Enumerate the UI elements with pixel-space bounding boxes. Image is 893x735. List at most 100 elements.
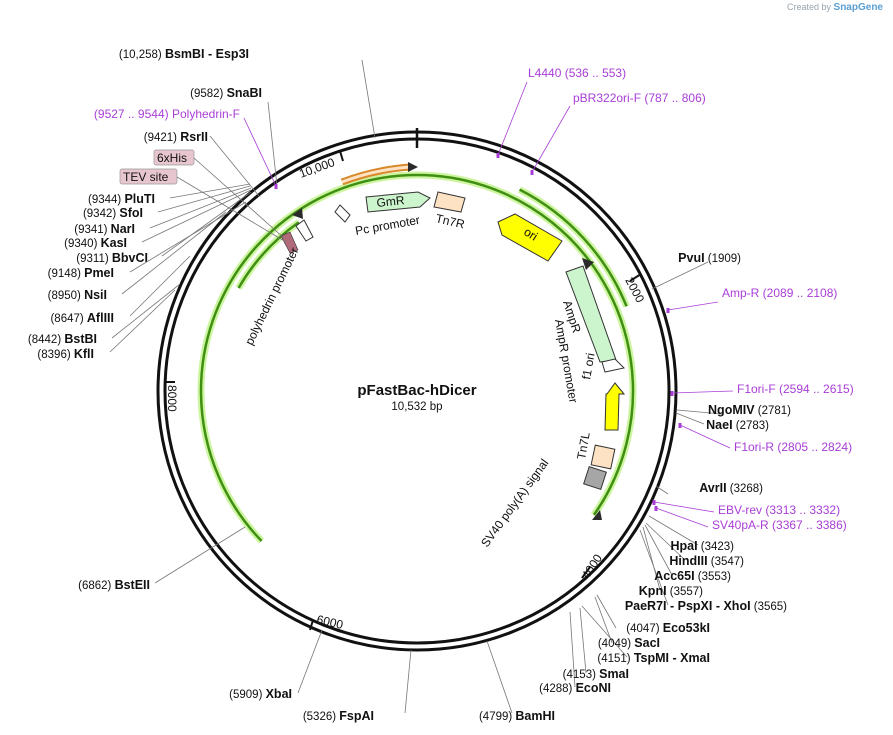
- orange-arrow-head: [408, 162, 418, 172]
- enzyme-position: (6862): [78, 580, 114, 592]
- enzyme-isoschizomer: - PspXI: [667, 599, 713, 613]
- enzyme-name: PmeI: [84, 266, 114, 280]
- primer-mark: [678, 423, 682, 428]
- ori-arrow: [497, 213, 563, 262]
- primer-range: (2089 .. 2108): [759, 286, 837, 300]
- site-leader-line: [141, 189, 252, 243]
- enzyme-name: KasI: [101, 236, 127, 250]
- enzyme-site-label: (5326) FspAI: [303, 709, 374, 723]
- site-leader-line: [579, 607, 587, 674]
- enzyme-site-label: (4151) TspMI - XmaI: [597, 651, 710, 665]
- plasmid-name: pFastBac-hDicer: [357, 382, 476, 399]
- enzyme-site-label: (4047) Eco53kI: [626, 621, 710, 635]
- enzyme-position: (5326): [303, 711, 339, 723]
- enzyme-position: (4047): [626, 623, 662, 635]
- enzyme-position: (8442): [28, 334, 64, 346]
- tick-label: 8000: [165, 385, 179, 412]
- gmr-arrow: [365, 191, 431, 213]
- primer-name: EBV-rev: [718, 503, 762, 517]
- site-labels: (10,258) BsmBI - Esp3I(9582) SnaBI(9421)…: [28, 47, 854, 723]
- enzyme-name: SmaI: [599, 667, 629, 681]
- tick-label: 6000: [315, 612, 344, 632]
- enzyme-name: BsmBI: [165, 47, 205, 61]
- enzyme-name: BbvCI: [112, 251, 148, 265]
- enzyme-position: (3565): [751, 601, 788, 613]
- site-leader-line: [129, 201, 247, 273]
- primer-mark: [670, 391, 674, 396]
- site-leader-line: [111, 283, 181, 339]
- enzyme-site-label: (9341) NarI: [74, 222, 135, 236]
- enzyme-name: TspMI: [634, 651, 669, 665]
- primer-name: F1ori-F: [737, 382, 776, 396]
- primer-range: (2805 .. 2824): [774, 440, 852, 454]
- primer-range: (536 .. 553): [561, 66, 626, 80]
- site-leader-line: [655, 485, 669, 495]
- primer-name: Amp-R: [722, 286, 760, 300]
- primer-mark: [496, 153, 500, 158]
- site-leader-line: [149, 187, 252, 229]
- enzyme-position: (10,258): [119, 49, 165, 61]
- enzyme-position: (2781): [755, 405, 792, 417]
- primer-name: pBR322ori-F: [573, 91, 641, 105]
- enzyme-position: (4799): [479, 711, 515, 723]
- tick-mark: [309, 619, 314, 631]
- enzyme-isoschizomer: - Esp3I: [205, 47, 249, 61]
- enzyme-position: (3268): [727, 483, 764, 495]
- site-leader-line: [642, 526, 661, 591]
- site-leader-line: [651, 261, 709, 290]
- orange-arc-arrow-inner: [341, 165, 411, 184]
- enzyme-position: (3423): [698, 541, 735, 553]
- primer-range: (3367 .. 3386): [769, 518, 847, 532]
- snapgene-logo: SnapGene: [833, 2, 883, 13]
- site-leader-line: [169, 183, 251, 199]
- enzyme-position: (3553): [695, 571, 732, 583]
- orf-arc-right: [519, 188, 628, 307]
- primer-mark: [274, 184, 278, 189]
- enzyme-position: (9341): [74, 224, 110, 236]
- tick-mark: [581, 566, 591, 579]
- enzyme-site-label: PaeR7I - PspXI - XhoI (3565): [625, 599, 787, 613]
- primer-leader-line: [671, 390, 734, 394]
- site-leader-line: [644, 524, 673, 576]
- site-leader-line: [648, 515, 699, 546]
- enzyme-site-label: (9148) PmeI: [48, 266, 114, 280]
- primer-label: EBV-rev (3313 .. 3332): [718, 503, 840, 517]
- enzyme-position: (4151): [597, 653, 633, 665]
- enzyme-name: NgoMIV: [708, 403, 755, 417]
- enzyme-isoschizomer: - XhoI: [712, 599, 750, 613]
- orf-arrow-head: [582, 258, 594, 270]
- gmr-label: GmR: [376, 193, 406, 210]
- tn7r-box: [433, 191, 466, 213]
- enzyme-site-label: HindIII (3547): [669, 554, 744, 568]
- enzyme-position: (4049): [598, 638, 634, 650]
- primer-mark: [666, 308, 670, 313]
- f1-ori-arrow: [604, 382, 626, 431]
- enzyme-site-label: Acc65I (3553): [654, 569, 731, 583]
- orf-arc-small: [237, 221, 300, 289]
- enzyme-position: (9582): [190, 88, 226, 100]
- enzyme-position: (8647): [50, 313, 86, 325]
- plasmid-size: 10,532 bp: [391, 401, 442, 413]
- polyhedrin-promoter-arrow: [295, 219, 314, 242]
- primer-range: (2594 .. 2615): [776, 382, 854, 396]
- enzyme-site-label: KpnI (3557): [639, 584, 703, 598]
- enzyme-site-label: (8396) KflI: [37, 347, 94, 361]
- site-leader-line: [581, 605, 628, 658]
- enzyme-name: BstBI: [64, 332, 97, 346]
- enzyme-name: BstEII: [115, 578, 150, 592]
- enzyme-site-label: (8950) NsiI: [48, 288, 107, 302]
- enzyme-position: (4288): [539, 683, 575, 695]
- site-leader-line: [596, 594, 617, 629]
- enzyme-position: (8950): [48, 290, 84, 302]
- enzyme-name: NarI: [111, 222, 135, 236]
- pc-promoter-label: Pc promoter: [354, 213, 421, 238]
- enzyme-position: (5909): [229, 689, 265, 701]
- enzyme-name: XbaI: [266, 687, 292, 701]
- orf-arrow-head: [292, 208, 303, 219]
- enzyme-name: AvrII: [699, 481, 726, 495]
- tag-labels: 6xHis TEV site: [119, 149, 287, 243]
- primer-range: (3313 .. 3332): [762, 503, 840, 517]
- site-leader-line: [154, 526, 246, 584]
- enzyme-position: (9421): [144, 132, 180, 144]
- site-leader-line: [121, 211, 227, 295]
